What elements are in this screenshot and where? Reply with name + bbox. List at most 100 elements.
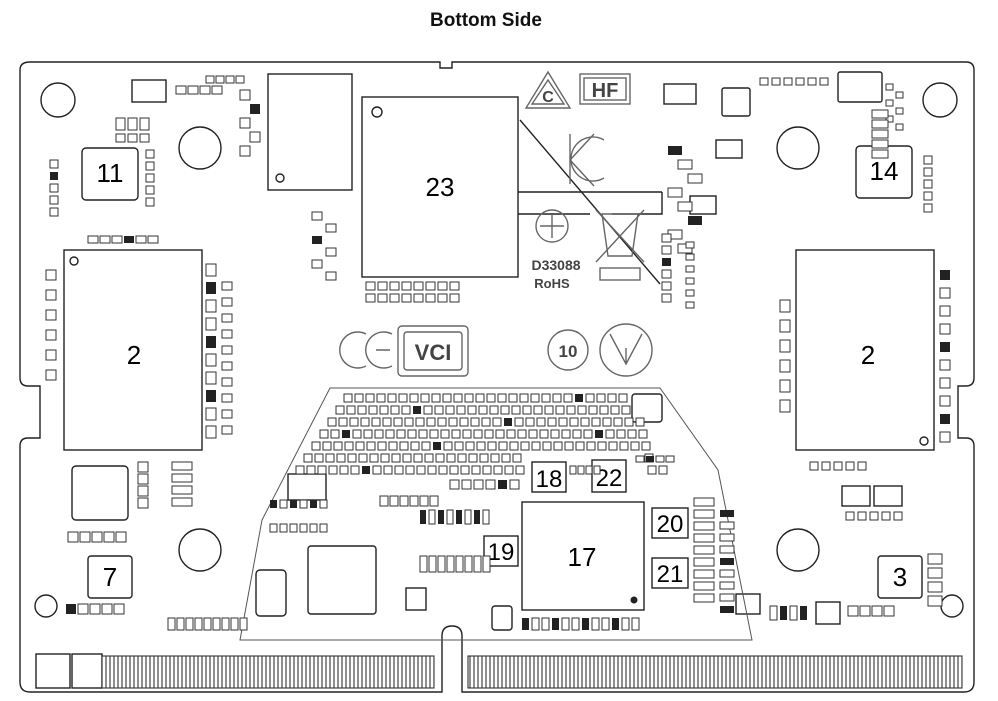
passive-component (528, 429, 538, 439)
passive-component (167, 617, 176, 631)
passive-component (171, 461, 193, 471)
passive-component (317, 465, 327, 475)
passive-component (385, 429, 395, 439)
passive-component (175, 85, 187, 95)
cert-code: D33088 (531, 257, 580, 273)
passive-component (779, 379, 791, 393)
passive-component (635, 417, 645, 427)
passive-component (845, 511, 855, 521)
passive-component (45, 269, 57, 281)
passive-component (525, 417, 535, 427)
passive-component (435, 453, 445, 463)
passive-component (627, 429, 637, 439)
passive-component (413, 453, 423, 463)
passive-component (456, 405, 466, 415)
passive-component (379, 405, 389, 415)
passive-component (685, 253, 695, 261)
passive-component (425, 281, 436, 291)
passive-component (67, 531, 79, 543)
passive-component (677, 159, 693, 170)
passive-component (542, 441, 552, 451)
mounting-hole (40, 82, 76, 118)
passive-component (685, 277, 695, 285)
passive-component (49, 195, 59, 205)
passive-component (601, 617, 610, 631)
passive-component (454, 441, 464, 451)
mounting-hole (178, 126, 222, 170)
passive-component (99, 235, 111, 244)
passive-component (299, 499, 308, 509)
passive-component (137, 485, 149, 497)
passive-component (819, 77, 829, 86)
mounting-hole (776, 126, 820, 170)
passive-component (885, 83, 894, 91)
passive-component (357, 405, 367, 415)
passive-component (779, 299, 791, 313)
passive-component (176, 617, 185, 631)
ic (689, 195, 717, 215)
passive-component (440, 429, 450, 439)
rcm-mark: C (524, 70, 572, 109)
passive-component (550, 429, 560, 439)
passive-component (127, 133, 138, 143)
passive-component (646, 456, 654, 462)
ic (255, 569, 287, 617)
passive-component (638, 429, 648, 439)
passive-component (145, 149, 155, 159)
passive-component (225, 75, 235, 84)
passive-component (624, 417, 634, 427)
passive-component (194, 617, 203, 631)
passive-component (539, 429, 549, 439)
passive-component (425, 293, 436, 303)
passive-component (311, 441, 321, 451)
passive-component (464, 393, 474, 403)
passive-component (577, 465, 585, 475)
passive-component (113, 603, 125, 615)
passive-component (561, 429, 571, 439)
passive-component (618, 393, 628, 403)
passive-component (437, 555, 446, 573)
passive-component (661, 269, 672, 279)
passive-component (470, 417, 480, 427)
passive-component (338, 417, 348, 427)
passive-component (437, 293, 448, 303)
passive-component (115, 531, 127, 543)
passive-components (45, 75, 951, 631)
chip-17: 17 (521, 501, 645, 611)
passive-component (927, 595, 943, 607)
passive-component (871, 129, 889, 139)
passive-component (468, 453, 478, 463)
ic (71, 465, 129, 521)
passive-component (610, 405, 620, 415)
passive-component (431, 393, 441, 403)
passive-component (407, 429, 417, 439)
passive-component (212, 617, 221, 631)
passive-component (693, 521, 715, 531)
passive-component (508, 393, 518, 403)
passive-component (771, 77, 781, 86)
passive-component (501, 453, 511, 463)
passive-component (459, 417, 469, 427)
passive-component (857, 511, 867, 521)
passive-component (239, 617, 248, 631)
passive-component (413, 406, 421, 414)
mounting-hole (34, 594, 58, 618)
passive-component (428, 509, 436, 525)
passive-component (504, 465, 514, 475)
passive-component (145, 185, 155, 195)
passive-component (115, 133, 126, 143)
passive-component (205, 407, 217, 421)
passive-component (457, 453, 467, 463)
passive-component (199, 85, 211, 95)
passive-component (927, 567, 943, 579)
passive-component (205, 425, 217, 439)
passive-component (77, 603, 89, 615)
passive-component (221, 313, 233, 323)
passive-component (443, 441, 453, 451)
passive-component (396, 429, 406, 439)
component-zone-outline (239, 387, 753, 641)
passive-component (779, 359, 791, 373)
passive-component (530, 393, 540, 403)
passive-component (419, 555, 428, 573)
passive-component (365, 281, 376, 291)
